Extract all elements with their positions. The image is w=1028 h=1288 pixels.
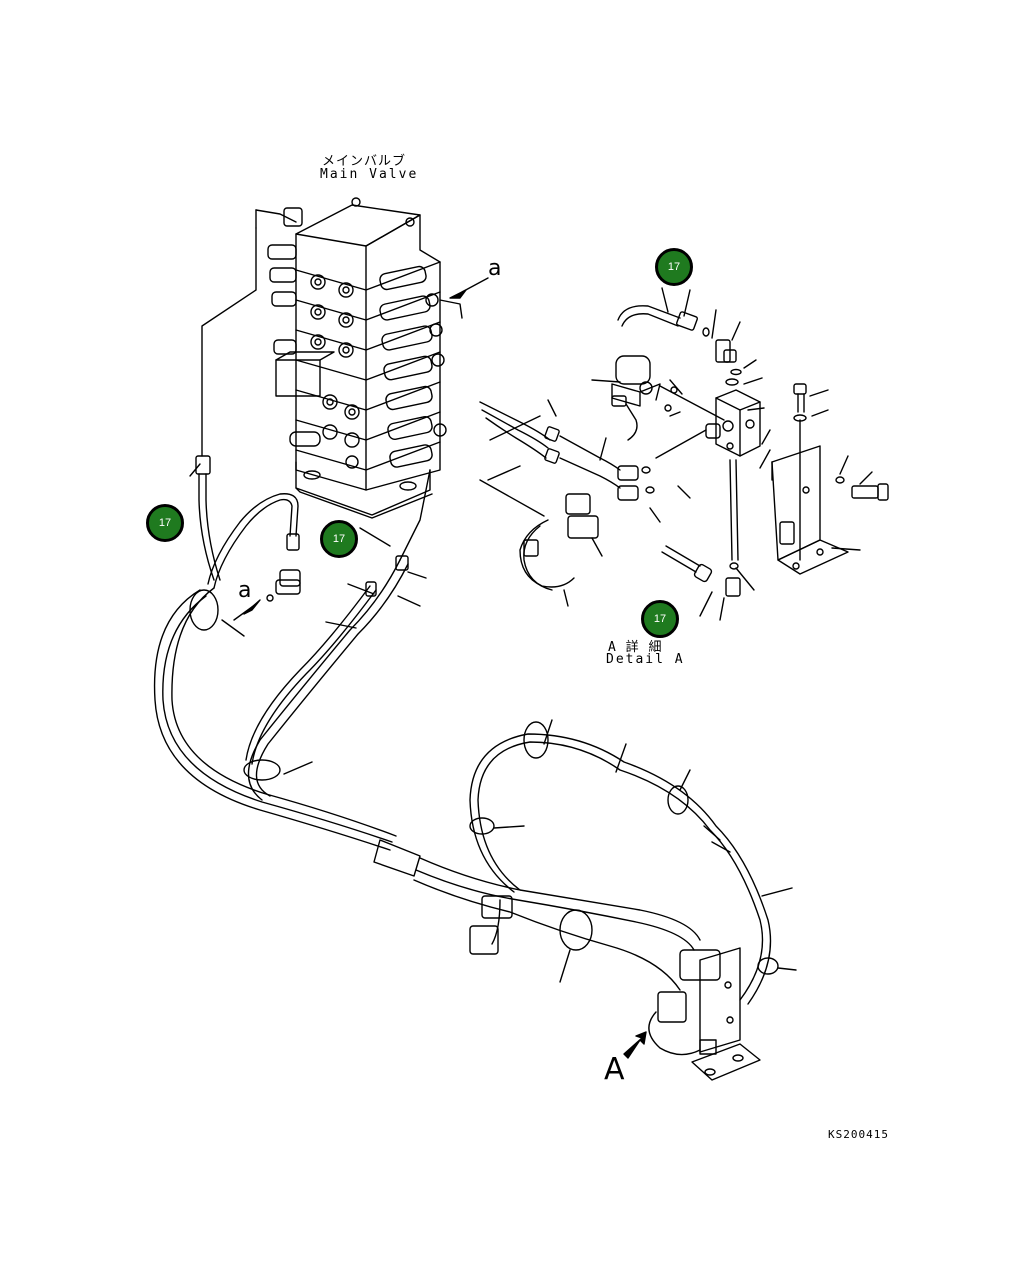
detail-a-label-jp: A 詳 細 [608, 640, 663, 655]
view-arrow-a-label: A [604, 1052, 626, 1087]
callout-label: 17 [158, 517, 172, 529]
detail-a-label-en: Detail A [606, 652, 685, 667]
callout-17-detail-top[interactable]: 17 [655, 248, 693, 286]
callout-label: 17 [332, 533, 346, 545]
detail-a-view [479, 305, 889, 621]
drawing-code: KS200415 [828, 1128, 889, 1141]
marker-a-top-leader [449, 277, 489, 299]
part-leader-lines [189, 287, 797, 983]
callout-label: 17 [653, 613, 667, 625]
marker-a-left: a [238, 578, 253, 603]
callout-label: 17 [667, 261, 681, 273]
callout-17-center-hose[interactable]: 17 [320, 520, 358, 558]
main-valve-label-en: Main Valve [320, 167, 419, 182]
marker-a-top: a [488, 256, 503, 281]
main-valve-label-jp: メインバルブ [322, 154, 407, 169]
main-valve-assembly [201, 197, 463, 561]
callout-17-detail-bottom[interactable]: 17 [641, 600, 679, 638]
callout-17-left-hose[interactable]: 17 [146, 504, 184, 542]
bracket-assembly-a [623, 947, 761, 1081]
hose-assembly [153, 455, 779, 1005]
